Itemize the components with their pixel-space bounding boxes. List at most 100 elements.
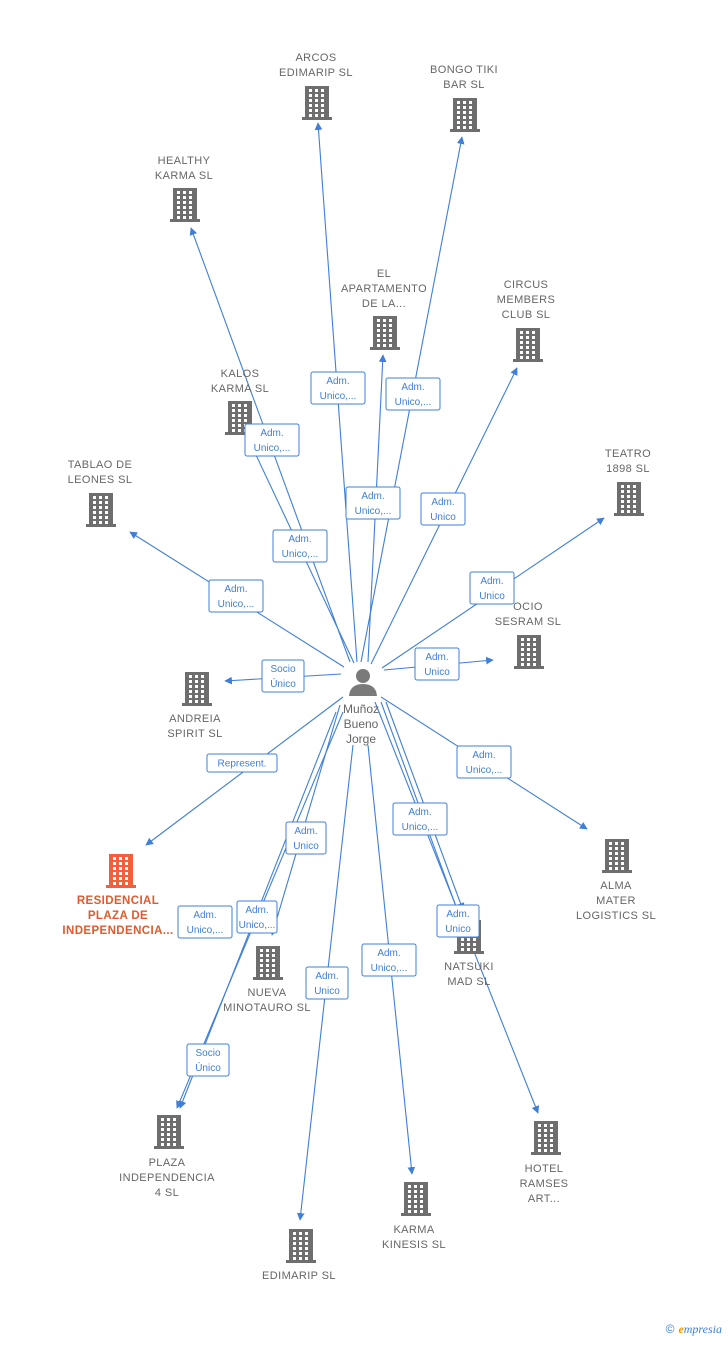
edge-label-circus[interactable]: Adm.Unico: [420, 492, 466, 526]
edge-label-text: Unico,...: [320, 391, 357, 402]
edge-label-text: Unico,...: [282, 549, 319, 560]
edge-label-natsuki[interactable]: Adm.Unico,...: [392, 802, 448, 836]
edge-label-text: Unico: [293, 841, 319, 852]
company-node-karma[interactable]: KARMA KINESIS SL: [382, 1182, 446, 1251]
company-name: KALOS: [221, 368, 260, 380]
edge-label-text: Unico: [314, 986, 340, 997]
edge-label-text: Unico: [479, 591, 505, 602]
company-name: ANDREIA: [169, 713, 221, 725]
company-name: 1898 SL: [606, 463, 650, 475]
company-node-tablao[interactable]: TABLAO DE LEONES SL: [68, 459, 133, 527]
edge-label-ocio[interactable]: Adm.Unico: [414, 647, 460, 681]
edge-label-arcos[interactable]: Adm.Unico,...: [310, 371, 366, 405]
edge-label-natsuki[interactable]: Adm.Unico: [436, 904, 480, 938]
edge-label-healthy[interactable]: Adm.Unico,...: [244, 423, 300, 457]
building-icon: [106, 854, 136, 888]
building-icon: [450, 98, 480, 132]
edge-label-text: Unico,...: [395, 397, 432, 408]
company-name: PLAZA DE: [88, 910, 148, 922]
company-name: HEALTHY: [158, 155, 211, 167]
company-name: MEMBERS: [497, 294, 555, 306]
edge-label-karma[interactable]: Adm.Unico,...: [361, 943, 417, 977]
company-name: DE LA...: [362, 298, 406, 310]
edge-label-text: Adm.: [294, 826, 317, 837]
company-name: EDIMARIP SL: [262, 1270, 336, 1282]
company-node-residencial[interactable]: RESIDENCIAL PLAZA DE INDEPENDENCIA...: [62, 854, 173, 937]
edge-label-edimarip[interactable]: Adm.Unico: [305, 966, 349, 1000]
edge-label-elapart[interactable]: Adm.Unico,...: [345, 486, 401, 520]
edge-label-text: Represent.: [218, 759, 267, 770]
building-icon: [170, 188, 200, 222]
edge-label-text: Adm.: [288, 534, 311, 545]
company-name: EL: [377, 268, 391, 280]
edge-label-text: Único: [195, 1061, 221, 1074]
copyright-icon: ©: [665, 1322, 675, 1336]
edge-label-text: Adm.: [472, 750, 495, 761]
company-name: KINESIS SL: [382, 1239, 446, 1251]
person-name: Jorge: [346, 732, 376, 746]
edge-label-kalos[interactable]: Adm. Unico,...: [272, 529, 328, 563]
edge-label-tablao[interactable]: Adm.Unico,...: [208, 579, 264, 613]
edge-label-teatro[interactable]: Adm. Unico: [469, 571, 515, 605]
building-icon: [514, 635, 544, 669]
company-name: RESIDENCIAL: [77, 895, 159, 907]
edge-label-bongo[interactable]: Adm.Unico,...: [385, 377, 441, 411]
edge-label-text: Unico: [445, 924, 471, 935]
company-name: MINOTAURO SL: [223, 1002, 311, 1014]
company-name: BONGO TIKI: [430, 64, 498, 76]
company-name: TABLAO DE: [68, 459, 133, 471]
edge-label-text: Unico,...: [187, 925, 224, 936]
edge-label-plaza4[interactable]: Adm. Unico,...: [177, 905, 233, 939]
company-node-edimarip[interactable]: EDIMARIP SL: [262, 1229, 336, 1282]
company-name: NATSUKI: [444, 961, 494, 973]
edge-label-text: Unico,...: [466, 765, 503, 776]
edge-label-nueva[interactable]: Adm. Unico: [285, 821, 327, 855]
building-icon: [401, 1182, 431, 1216]
company-name: EDIMARIP SL: [279, 67, 353, 79]
edge-label-text: Único: [270, 677, 296, 690]
company-name: OCIO: [513, 601, 543, 613]
edge-label-text: Unico,...: [402, 822, 439, 833]
person-name: Bueno: [344, 717, 379, 731]
company-name: 4 SL: [155, 1187, 179, 1199]
building-icon: [302, 86, 332, 120]
building-icon: [602, 839, 632, 873]
company-name: KARMA: [393, 1224, 434, 1236]
company-name: PLAZA: [149, 1157, 186, 1169]
company-name: CLUB SL: [502, 309, 551, 321]
company-name: LEONES SL: [68, 474, 133, 486]
edge-label-hotel[interactable]: Adm.Unico,...: [236, 900, 278, 934]
edge-label-residencial[interactable]: Represent.: [206, 753, 278, 773]
edge-label-text: Adm.: [361, 491, 384, 502]
edge-label-text: Adm.: [377, 948, 400, 959]
edge-label-alma[interactable]: Adm. Unico,...: [456, 745, 512, 779]
edge-label-text: Adm.: [193, 910, 216, 921]
edge-label-text: Unico,...: [239, 920, 276, 931]
brand-logo-text: mpresia: [683, 1322, 722, 1336]
person-icon: [349, 669, 377, 696]
company-node-hotel[interactable]: HOTELRAMSESART...: [520, 1121, 569, 1205]
company-name: INDEPENDENCIA...: [62, 925, 173, 937]
edge-label-text: Adm.: [480, 576, 503, 587]
edge-line-nueva: [270, 704, 341, 936]
building-icon: [531, 1121, 561, 1155]
edge-label-text: Unico: [424, 667, 450, 678]
building-icon: [370, 316, 400, 350]
building-icon: [182, 672, 212, 706]
building-icon: [154, 1115, 184, 1149]
company-name: ART...: [528, 1193, 560, 1205]
